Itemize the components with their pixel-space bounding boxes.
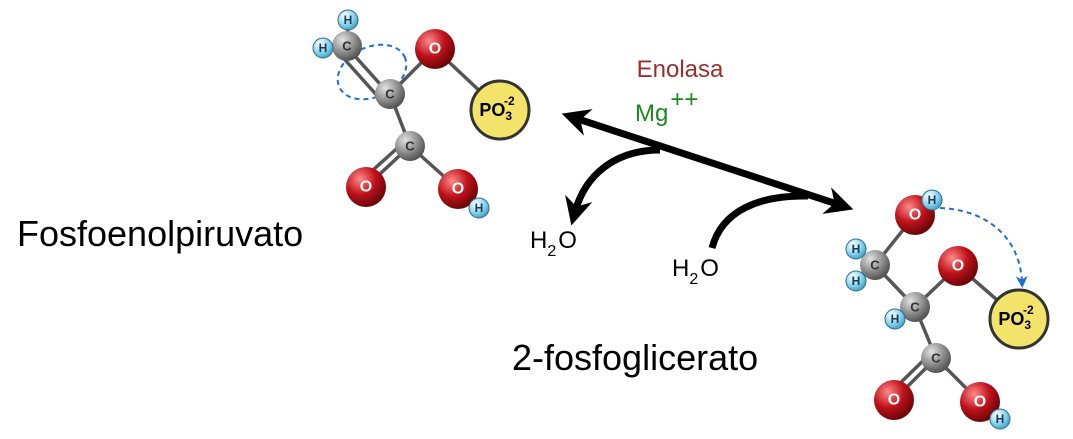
phosphoenolpyruvate-molecule: PO3-2 O C H H C C O (312, 9, 531, 219)
reaction-arrows (561, 109, 854, 250)
svg-text:PO3-2: PO3-2 (998, 303, 1034, 332)
svg-text:O: O (974, 394, 986, 411)
svg-text:O: O (888, 392, 900, 409)
water-release-arrow (565, 146, 661, 226)
phosphate-transfer-arrow (939, 207, 1028, 288)
pep-oxygen-bridge: O (415, 29, 455, 69)
2pg-carbon-ch2: C (860, 250, 890, 280)
reversible-arrow (561, 109, 854, 214)
svg-text:H: H (475, 201, 484, 215)
phosphoenolpyruvate-label: Fosfoenolpiruvato (17, 213, 303, 254)
pep-phosphate: PO3-2 (469, 79, 531, 141)
svg-text:O: O (360, 179, 372, 196)
2pg-hydrogen-upper: H (845, 238, 867, 260)
2pg-hydrogen-lower: H (845, 270, 867, 292)
pep-hydrogen-hydroxyl: H (468, 197, 490, 219)
svg-text:H: H (852, 242, 861, 256)
pep-carbon-carboxyl: C (395, 131, 425, 161)
water-left-label: H2O (530, 227, 577, 260)
2-phosphoglycerate-molecule: PO3-2 O H C H H O C (845, 189, 1050, 430)
pep-hydrogen-top: H (337, 9, 359, 31)
svg-text:H: H (996, 412, 1005, 426)
svg-text:C: C (931, 351, 941, 366)
svg-text:H: H (852, 274, 861, 288)
water-uptake-arrow (708, 192, 809, 250)
enzyme-label: Enolasa (637, 56, 724, 83)
svg-text:C: C (405, 139, 415, 154)
2pg-carbon-carboxyl: C (921, 343, 951, 373)
svg-text:O: O (452, 181, 464, 198)
pep-oxygen-hydroxyl: O (438, 169, 478, 209)
svg-text:H: H (891, 312, 900, 326)
pep-hydrogen-left: H (312, 37, 334, 59)
svg-text:O: O (909, 207, 921, 224)
2pg-carbon-center: C (900, 292, 930, 322)
svg-text:C: C (870, 258, 880, 273)
2pg-hydrogen-hydroxyl-top: H (921, 189, 943, 211)
pep-oxygen-carbonyl: O (346, 167, 386, 207)
cofactor-label: Mg++ (635, 86, 698, 127)
svg-text:O: O (429, 41, 441, 58)
svg-text:H: H (344, 13, 353, 27)
2pg-hydrogen-center: H (884, 308, 906, 330)
2pg-oxygen-bridge: O (938, 246, 978, 286)
svg-text:PO3-2: PO3-2 (479, 94, 515, 123)
svg-text:H: H (319, 41, 328, 55)
svg-text:O: O (952, 258, 964, 275)
svg-text:C: C (910, 300, 920, 315)
2pg-oxygen-hydroxyl: O (960, 382, 1000, 422)
2-phosphoglycerate-label: 2-fosfoglicerato (512, 337, 758, 378)
pep-carbon-ch2: C (332, 31, 362, 61)
water-right-label: H2O (672, 255, 719, 288)
svg-text:C: C (342, 39, 352, 54)
svg-text:C: C (385, 87, 395, 102)
2pg-oxygen-carbonyl: O (874, 380, 914, 420)
svg-text:H: H (928, 193, 937, 207)
pep-carbon-center: C (375, 79, 405, 109)
2pg-phosphate: PO3-2 (988, 288, 1050, 350)
2pg-hydrogen-hydroxyl: H (989, 408, 1011, 430)
